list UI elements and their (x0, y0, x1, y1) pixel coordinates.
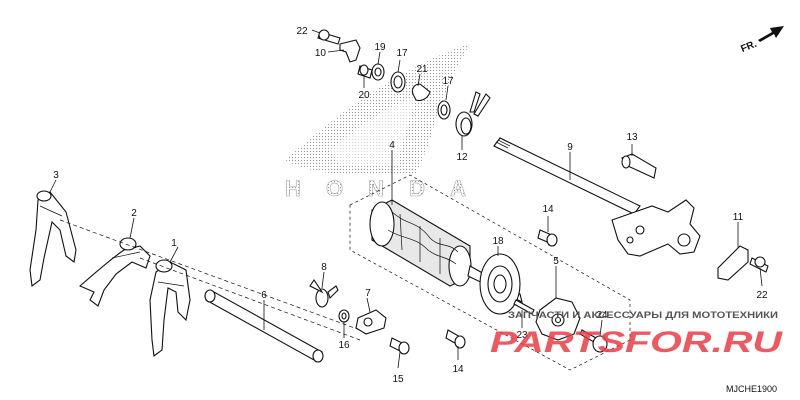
callout-8: 8 (321, 262, 327, 273)
shift-fork-2 (78, 237, 151, 307)
direction-label: FR. (739, 39, 758, 55)
partsfor-watermark: ЗАПЧАСТИ И АКСЕССУАРЫ ДЛЯ МОТОТЕХНИКИ PA… (490, 310, 784, 359)
callout-2: 2 (131, 208, 137, 219)
callout-19: 19 (374, 42, 386, 53)
bolt-24 (579, 329, 608, 353)
bolt-14-upper (537, 229, 558, 247)
front-direction-arrow: FR. (739, 26, 784, 55)
callout-21: 21 (416, 64, 428, 75)
diagram-code: MJCHE1900 (726, 384, 777, 394)
callout-16: 16 (338, 340, 350, 351)
snap-ring-21 (411, 83, 431, 102)
callout-17-upper: 17 (396, 48, 408, 59)
return-spring-12 (455, 91, 491, 137)
callout-24: 24 (596, 310, 608, 321)
callout-14-lower: 14 (452, 364, 464, 375)
callout-6: 6 (261, 290, 267, 301)
plate-11 (717, 245, 749, 281)
callout-labels: 1 2 3 4 5 6 7 8 9 10 11 12 13 14 14 15 1… (53, 26, 768, 385)
callout-18: 18 (492, 236, 504, 247)
spring-8 (309, 279, 339, 308)
collar-19 (371, 63, 385, 81)
callout-5: 5 (553, 256, 559, 267)
leader-lines (49, 29, 763, 369)
plate-10 (339, 39, 361, 63)
callout-22-right: 22 (756, 290, 768, 301)
washer-16 (338, 309, 350, 323)
watermark-caption: ЗАПЧАСТИ И АКСЕССУАРЫ ДЛЯ МОТОТЕХНИКИ (508, 310, 778, 321)
arrow-icon (758, 26, 784, 42)
callout-15: 15 (392, 374, 404, 385)
callout-12: 12 (456, 152, 468, 163)
bolt-20 (357, 64, 373, 79)
callout-9: 9 (567, 142, 573, 153)
stud-bolt-13 (621, 153, 657, 179)
callout-10: 10 (315, 48, 327, 59)
callout-20: 20 (358, 90, 370, 101)
callout-13: 13 (626, 132, 638, 143)
washer-17-upper (390, 71, 406, 93)
callout-22-top: 22 (296, 26, 308, 37)
callout-11: 11 (733, 212, 744, 223)
callout-14-upper: 14 (542, 204, 554, 215)
shift-fork-1 (149, 259, 191, 358)
bolt-22-right (749, 256, 769, 273)
watermark-site: PARTSFOR.RU (490, 326, 784, 359)
callout-23: 23 (516, 330, 528, 341)
callout-7: 7 (365, 288, 371, 299)
bolt-14-lower (445, 329, 466, 349)
washer-17-lower (437, 100, 451, 120)
bolt-22-top (317, 29, 341, 45)
gearshift-spindle-9 (493, 137, 701, 257)
shift-fork-3 (29, 190, 77, 288)
bearing-18 (479, 253, 521, 315)
stopper-arm-7 (355, 309, 387, 335)
honda-logo-text: HONDA (285, 176, 470, 201)
callout-17-lower: 17 (442, 76, 454, 87)
pin-23 (513, 299, 535, 315)
callout-1: 1 (171, 238, 177, 249)
bolt-15 (389, 337, 410, 355)
callout-4: 4 (389, 140, 395, 151)
callout-3: 3 (53, 170, 59, 181)
drum-stopper-plate-5 (535, 297, 581, 341)
